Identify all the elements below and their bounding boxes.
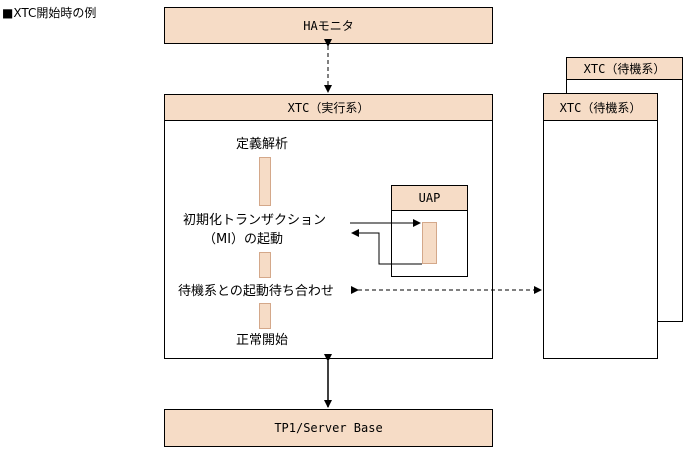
process-bar-1: [259, 157, 271, 206]
xtc-standby-front-label: XTC（待機系）: [559, 100, 642, 115]
step-definition-analysis: 定義解析: [236, 137, 289, 152]
uap-return-arrow: [351, 229, 422, 265]
xtc-standby-back-label: XTC（待機系）: [583, 62, 666, 76]
process-bar-2: [259, 252, 271, 278]
step-init-transaction-line2: （MI）の起動: [203, 232, 284, 247]
step-normal-start: 正常開始: [236, 333, 289, 348]
uap-activity-bar: [422, 222, 437, 264]
step-wait-standby: 待機系との起動待ち合わせ: [178, 284, 334, 299]
process-bar-3: [259, 303, 271, 329]
uap-header: UAP: [392, 186, 467, 211]
ha-monitor-label: HAモニタ: [303, 19, 354, 33]
xtc-standby-back-header: XTC（待機系）: [567, 58, 682, 80]
xtc-standby-front-header: XTC（待機系）: [544, 94, 657, 121]
tp1-label: TP1/Server Base: [274, 421, 383, 435]
figure-caption: ■XTC開始時の例: [2, 6, 97, 20]
tp1-box: TP1/Server Base: [164, 409, 493, 447]
uap-box: UAP: [391, 185, 468, 277]
xtc-standby-front-box: XTC（待機系）: [543, 93, 658, 359]
xtc-active-label: XTC（実行系）: [287, 101, 370, 115]
uap-label: UAP: [418, 191, 441, 205]
xtc-active-header: XTC（実行系）: [165, 95, 492, 121]
step-init-transaction-line1: 初期化トランザクション: [183, 213, 327, 228]
